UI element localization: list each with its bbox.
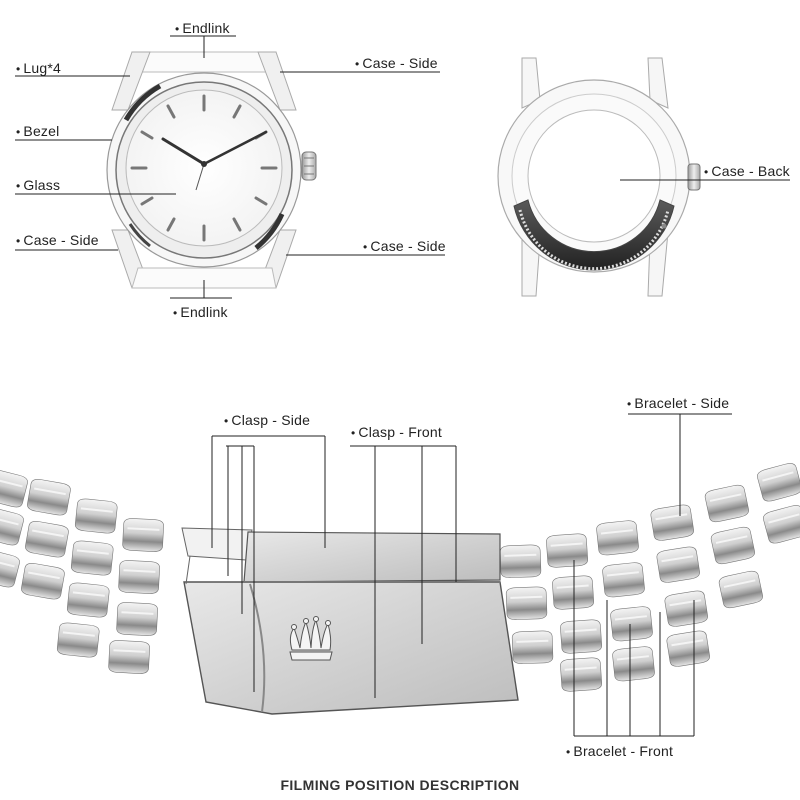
label-clasp-front: •Clasp - Front — [351, 424, 442, 441]
bracelet-leaders — [211, 413, 732, 737]
label-text: Case - Back — [711, 163, 790, 179]
watch-back — [497, 57, 701, 297]
label-text: Case - Side — [23, 232, 99, 248]
label-endlink-bottom: •Endlink — [173, 304, 228, 321]
bracelet — [0, 460, 800, 715]
bullet: • — [16, 125, 21, 139]
bullet: • — [351, 426, 356, 440]
bullet: • — [16, 179, 21, 193]
bullet: • — [363, 240, 368, 254]
label-text: Lug*4 — [23, 60, 61, 76]
label-text: Bracelet - Front — [573, 743, 674, 759]
bullet: • — [16, 234, 21, 248]
label-text: Clasp - Side — [231, 412, 311, 428]
clasp-top-plate — [243, 531, 501, 583]
bullet: • — [175, 22, 180, 36]
crown-logo — [289, 616, 333, 661]
bullet: • — [704, 165, 709, 179]
case-back-crown — [687, 163, 701, 191]
label-glass: •Glass — [16, 177, 60, 194]
label-text: Bracelet - Side — [634, 395, 730, 411]
label-bezel: •Bezel — [16, 123, 59, 140]
label-text: Endlink — [182, 20, 230, 36]
lug-top-right — [257, 51, 297, 111]
dial — [125, 89, 283, 247]
watch-front-leaders — [15, 35, 445, 299]
bullet: • — [224, 414, 229, 428]
second-hand — [195, 163, 205, 191]
label-endlink-top: •Endlink — [175, 20, 230, 37]
bullet: • — [16, 62, 21, 76]
label-case-side-lower-right: •Case - Side — [363, 238, 446, 255]
minute-hand — [202, 130, 268, 166]
label-text: Clasp - Front — [358, 424, 442, 440]
label-text: Case - Side — [370, 238, 446, 254]
label-case-back: •Case - Back — [704, 163, 790, 180]
watch-front — [106, 51, 317, 289]
bracelet-left — [0, 467, 165, 676]
label-case-side-top-right: •Case - Side — [355, 55, 438, 72]
bullet: • — [627, 397, 632, 411]
label-text: Endlink — [180, 304, 228, 320]
clasp — [181, 527, 519, 715]
bracelet-right — [499, 460, 800, 693]
label-text: Glass — [23, 177, 61, 193]
label-lug: •Lug*4 — [16, 60, 61, 77]
figure-caption: FILMING POSITION DESCRIPTION — [280, 777, 520, 793]
label-case-side-left: •Case - Side — [16, 232, 99, 249]
bullet: • — [566, 745, 571, 759]
label-text: Bezel — [23, 123, 60, 139]
label-text: Case - Side — [362, 55, 438, 71]
case-back-ring — [513, 199, 675, 271]
hour-hand — [161, 137, 206, 166]
label-bracelet-side: •Bracelet - Side — [627, 395, 729, 412]
label-clasp-side: •Clasp - Side — [224, 412, 310, 429]
endlink-bottom — [131, 267, 277, 289]
clasp-front-plate — [183, 581, 519, 715]
bullet: • — [355, 57, 360, 71]
bullet: • — [173, 306, 178, 320]
label-bracelet-front: •Bracelet - Front — [566, 743, 673, 760]
